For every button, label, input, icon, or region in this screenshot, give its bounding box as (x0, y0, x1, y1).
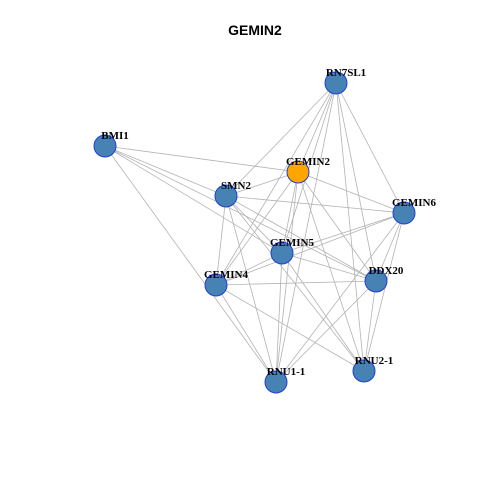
edge-gemin5-rnu2-1 (281, 252, 365, 372)
node-rn7sl1[interactable] (324, 71, 348, 95)
edge-smn2-gemin5 (225, 195, 283, 254)
node-label-gemin6: GEMIN6 (392, 197, 437, 209)
edge-bmi1-gemin2 (104, 145, 299, 173)
edge-gemin2-gemin5 (281, 171, 299, 254)
edge-bmi1-smn2 (104, 145, 227, 197)
node-rnu1-1[interactable] (264, 370, 288, 394)
edge-gemin4-ddx20 (215, 280, 377, 286)
node-label-gemin4: GEMIN4 (204, 269, 249, 281)
edge-gemin4-rnu2-1 (215, 284, 365, 372)
edge-gemin6-ddx20 (375, 212, 405, 282)
node-label-bmi1: BMI1 (101, 130, 129, 142)
edge-ddx20-rnu2-1 (363, 280, 377, 372)
node-label-ddx20: DDX20 (369, 265, 404, 277)
node-layer (93, 71, 416, 394)
edge-smn2-gemin6 (225, 195, 405, 214)
node-gemin6[interactable] (392, 201, 416, 225)
edge-gemin5-gemin4 (215, 252, 283, 286)
edge-gemin2-rnu2-1 (297, 171, 365, 372)
edge-bmi1-rnu1-1 (104, 145, 277, 383)
edge-rn7sl1-gemin5 (281, 82, 337, 254)
edge-gemin6-gemin4 (215, 212, 405, 286)
edge-gemin2-gemin6 (297, 171, 405, 214)
node-label-smn2: SMN2 (221, 180, 251, 192)
edge-gemin2-gemin4 (215, 171, 299, 286)
edge-rn7sl1-gemin4 (215, 82, 337, 286)
graph-title: GEMIN2 (228, 22, 282, 38)
edge-rn7sl1-rnu2-1 (335, 82, 365, 372)
node-label-rn7sl1: RN7SL1 (326, 67, 366, 79)
edge-ddx20-rnu1-1 (275, 280, 377, 383)
edge-gemin2-ddx20 (297, 171, 377, 282)
node-gemin2[interactable] (286, 160, 310, 184)
node-label-rnu1-1: RNU1-1 (267, 366, 306, 378)
edge-gemin5-ddx20 (281, 252, 377, 282)
edge-rn7sl1-gemin2 (297, 82, 337, 173)
edge-smn2-rnu1-1 (225, 195, 277, 383)
edge-gemin6-rnu2-1 (363, 212, 405, 372)
node-gemin4[interactable] (204, 273, 228, 297)
node-label-gemin5: GEMIN5 (270, 237, 315, 249)
edge-smn2-gemin4 (215, 195, 227, 286)
edge-rn7sl1-rnu1-1 (275, 82, 337, 383)
edge-rn7sl1-smn2 (225, 82, 337, 197)
node-rnu2-1[interactable] (352, 359, 376, 383)
edge-rn7sl1-gemin6 (335, 82, 405, 214)
edge-layer (104, 82, 405, 383)
node-bmi1[interactable] (93, 134, 117, 158)
edge-bmi1-ddx20 (104, 145, 377, 282)
edge-gemin6-rnu1-1 (275, 212, 405, 383)
node-label-rnu2-1: RNU2-1 (355, 355, 394, 367)
edge-gemin5-rnu1-1 (275, 252, 283, 383)
edge-gemin4-rnu1-1 (215, 284, 277, 383)
edge-smn2-ddx20 (225, 195, 377, 282)
node-label-gemin2: GEMIN2 (286, 156, 331, 168)
edge-gemin2-smn2 (225, 171, 299, 197)
node-smn2[interactable] (214, 184, 238, 208)
node-ddx20[interactable] (364, 269, 388, 293)
edge-rn7sl1-ddx20 (335, 82, 377, 282)
edge-gemin6-gemin5 (281, 212, 405, 254)
node-gemin5[interactable] (270, 241, 294, 265)
edge-gemin2-rnu1-1 (275, 171, 299, 383)
edge-smn2-rnu2-1 (225, 195, 365, 372)
edge-bmi1-gemin5 (104, 145, 283, 254)
